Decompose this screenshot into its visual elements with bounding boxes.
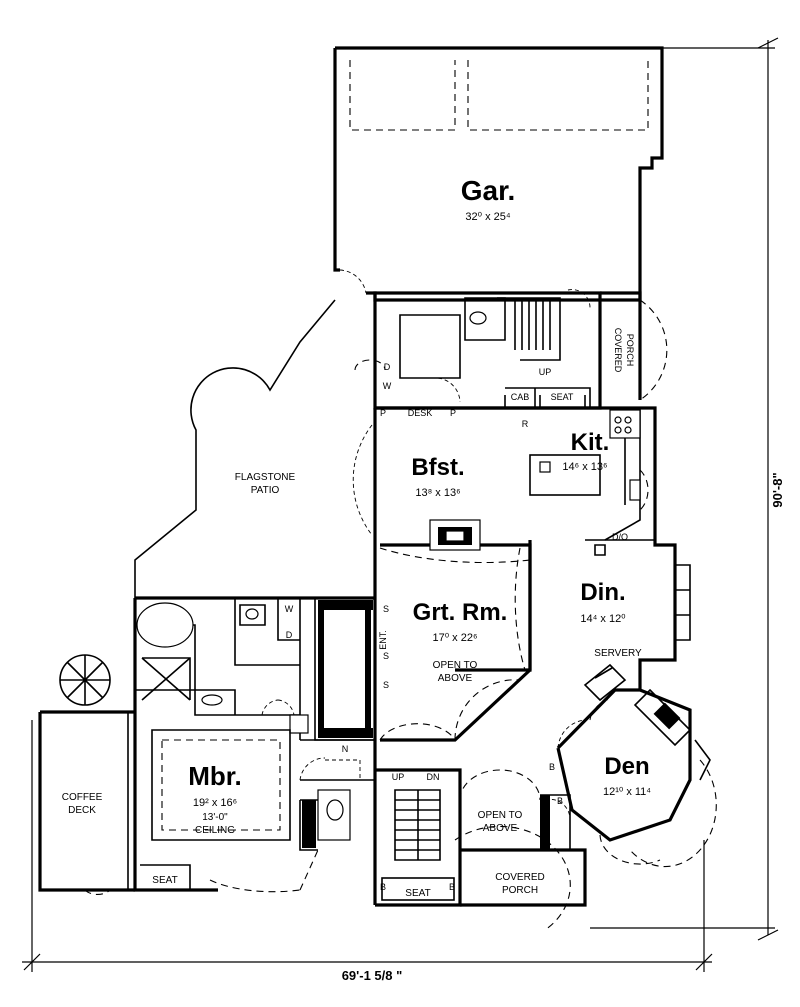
covered-porch-front-label-1: COVERED	[495, 872, 544, 883]
fireplace-great-room	[429, 519, 481, 551]
flagstone-label-2: PATIO	[251, 485, 280, 496]
master-ceiling-1: 13'-0"	[202, 812, 228, 823]
seat-master-label: SEAT	[152, 875, 177, 886]
up-mud-label: UP	[539, 367, 552, 377]
open-above-label-2: ABOVE	[483, 823, 518, 834]
master-size: 19² x 16⁶	[193, 797, 237, 809]
coffee-deck	[38, 654, 135, 896]
desk-label: DESK	[408, 408, 433, 418]
dimension-width-line	[22, 720, 713, 972]
dryer-label: D	[384, 362, 391, 372]
den-label: Den	[604, 753, 649, 780]
open-above-label-1: OPEN TO	[478, 810, 523, 821]
ent-label: ENT.	[378, 630, 388, 650]
pantry-label-2: P	[450, 408, 456, 418]
den	[556, 688, 717, 868]
pantry-label-1: P	[380, 408, 386, 418]
bench-label-1: B	[380, 882, 386, 892]
seat-mud-label: SEAT	[551, 392, 574, 402]
garage-label: Gar.	[461, 175, 515, 206]
bench-label-2: B	[449, 882, 455, 892]
garage	[333, 46, 664, 302]
depth-dimension-label: 90'-8"	[770, 472, 785, 507]
shelf-label-1: S	[383, 604, 389, 614]
covered-porch-front-label-2: PORCH	[502, 885, 538, 896]
great-room-size: 17⁰ x 22⁶	[432, 632, 477, 644]
do-label: D/O	[612, 532, 628, 542]
breakfast-bay	[352, 424, 373, 536]
kitchen-size: 14⁶ x 13⁶	[562, 461, 607, 473]
mudroom	[354, 289, 602, 410]
foyer-stair	[375, 768, 571, 931]
coffee-deck-label-2: DECK	[68, 805, 96, 816]
great-room-open-1: OPEN TO	[433, 660, 478, 671]
kitchen	[504, 395, 649, 541]
breakfast-size: 13⁸ x 13⁶	[415, 487, 460, 499]
den-size: 12¹⁰ x 11⁴	[603, 786, 651, 798]
fridge-label: R	[522, 419, 529, 429]
garage-size: 32⁰ x 25⁴	[465, 211, 510, 223]
covered-porch-side-label-2: PORCH	[625, 334, 635, 367]
dimension-depth-line	[590, 37, 779, 941]
servery	[583, 663, 627, 702]
dining-size: 14⁴ x 12⁰	[580, 613, 626, 625]
washer-label-2: W	[285, 604, 294, 614]
dining-bay	[675, 564, 691, 641]
covered-porch-front	[459, 769, 587, 907]
servery-label: SERVERY	[594, 648, 642, 659]
bench-label-4: B	[557, 796, 563, 806]
washer-label: W	[383, 381, 392, 391]
shelf-label-2: S	[383, 651, 389, 661]
stair-up-label: UP	[392, 772, 405, 782]
covered-porch-side-label-1: COVERED	[613, 328, 623, 373]
stair-dn-label: DN	[427, 772, 440, 782]
kitchen-label: Kit.	[571, 429, 610, 456]
niche-label: N	[342, 744, 349, 754]
great-room-label: Grt. Rm.	[413, 599, 508, 626]
covered-porch-side	[600, 291, 668, 401]
breakfast-label: Bfst.	[411, 454, 464, 481]
dryer-label-2: D	[286, 630, 293, 640]
master-suite	[133, 596, 376, 893]
coffee-deck-label-1: COFFEE	[62, 792, 103, 803]
great-room-open-2: ABOVE	[438, 673, 473, 684]
bench-label-3: B	[549, 762, 555, 772]
dining-label: Din.	[580, 579, 625, 606]
flagstone-patio	[134, 299, 336, 598]
cab-label: CAB	[511, 392, 530, 402]
flagstone-label-1: FLAGSTONE	[235, 472, 296, 483]
shelf-label-3: S	[383, 680, 389, 690]
master-label: Mbr.	[188, 761, 241, 791]
width-dimension-label: 69'-1 5/8 "	[342, 968, 403, 983]
seat-foyer-label: SEAT	[405, 888, 430, 899]
master-ceiling-2: CEILING	[195, 825, 235, 836]
